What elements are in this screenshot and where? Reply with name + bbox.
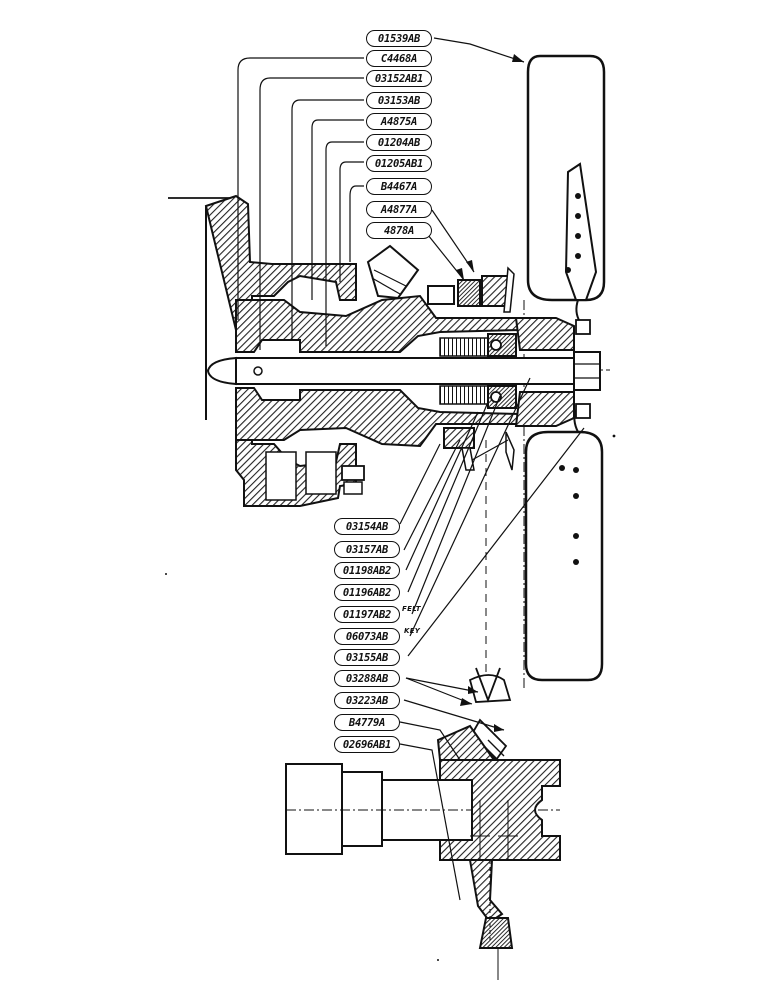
blade-hole xyxy=(573,467,579,473)
leader-A4875A xyxy=(311,119,364,300)
part-label: B4467A xyxy=(366,178,432,195)
leader-B4779A xyxy=(399,721,461,761)
part-label: 01539AB xyxy=(366,30,432,47)
part-label: 06073AB xyxy=(334,628,400,645)
crank-extension xyxy=(468,859,504,924)
starter-jaw xyxy=(478,917,514,949)
shaft-nose xyxy=(206,356,237,386)
leader-03157AB xyxy=(403,439,461,551)
blade-hole xyxy=(573,493,579,499)
arrow-heads xyxy=(456,54,524,732)
lower-pulley xyxy=(468,674,512,703)
crank-housing-left xyxy=(285,763,343,855)
blade-hole xyxy=(559,465,565,471)
fan-hub xyxy=(514,317,575,351)
crank-support xyxy=(436,724,496,761)
leader-01196AB2 xyxy=(407,401,489,593)
part-label: 4878A xyxy=(366,222,432,239)
leader-01205AB1 xyxy=(339,161,364,282)
leader-03155AB xyxy=(407,427,585,657)
part-label: 03288AB xyxy=(334,670,400,687)
leader-06073AB xyxy=(409,377,531,637)
leader-03152AB1 xyxy=(259,77,364,350)
shaft-nut xyxy=(573,351,601,391)
crank-flange xyxy=(439,759,561,861)
part-label: B4779A xyxy=(334,714,400,731)
part-label: 03152AB1 xyxy=(366,70,432,87)
bracket-bolt xyxy=(427,285,455,305)
main-shaft xyxy=(235,357,587,385)
spider-hole xyxy=(575,253,581,259)
leader-02696AB1 xyxy=(399,743,461,901)
leader-03154AB xyxy=(399,443,441,525)
bracket-nut xyxy=(457,279,481,307)
part-label: C4468A xyxy=(366,50,432,67)
leader-03153AB xyxy=(291,99,364,340)
felt-note: FELT xyxy=(402,605,421,613)
part-label: 01198AB2 xyxy=(334,562,400,579)
packing-spring-lower xyxy=(439,385,489,405)
leader-01204AB xyxy=(325,141,364,346)
part-label: 01204AB xyxy=(366,134,432,151)
part-label: 02696AB1 xyxy=(334,736,400,753)
part-label: 01197AB2 xyxy=(334,606,400,623)
part-label: 01196AB2 xyxy=(334,584,400,601)
part-label: 03155AB xyxy=(334,649,400,666)
part-label: 03157AB xyxy=(334,541,400,558)
leader-03288AB xyxy=(405,677,479,693)
part-label: A4875A xyxy=(366,113,432,130)
leader-A4877A xyxy=(431,209,475,273)
lower-pulley-hub xyxy=(443,427,475,449)
part-label: A4877A xyxy=(366,201,432,218)
part-label: 03223AB xyxy=(334,692,400,709)
part-label: 01205AB1 xyxy=(366,155,432,172)
spider-hole xyxy=(575,233,581,239)
leader-03223AB xyxy=(403,699,505,731)
grease-cup xyxy=(366,244,420,300)
blade-hole xyxy=(573,559,579,565)
spider-hole xyxy=(575,193,581,199)
blade-hole xyxy=(573,533,579,539)
spider-hole xyxy=(565,267,571,273)
crank-housing-mid xyxy=(341,771,383,847)
leader-C4468A xyxy=(237,57,364,320)
leader-B4467A xyxy=(349,185,364,262)
leader-lines xyxy=(237,37,585,901)
key-note: KEY xyxy=(404,627,421,635)
part-label: 03154AB xyxy=(334,518,400,535)
water-pump-body xyxy=(235,294,521,353)
fan-hub-lower xyxy=(514,391,575,427)
packing-spring-upper xyxy=(439,337,489,357)
spider-hole xyxy=(575,213,581,219)
leader-01197AB2 xyxy=(411,395,501,615)
part-label: 03153AB xyxy=(366,92,432,109)
leader-01539AB xyxy=(433,37,525,63)
lower-fan-blade xyxy=(524,430,604,682)
leader-01198AB2 xyxy=(405,411,479,571)
pulley-flange xyxy=(481,275,509,307)
